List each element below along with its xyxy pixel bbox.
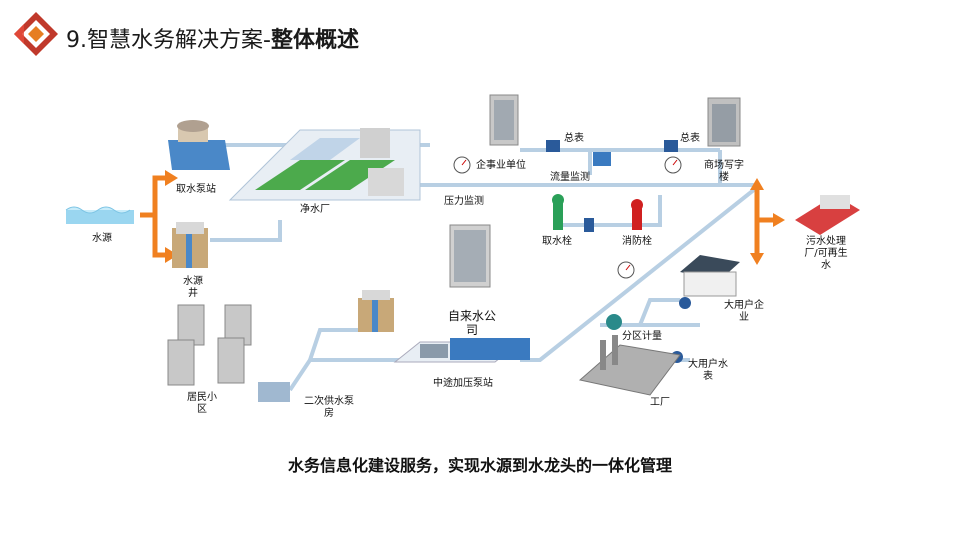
water-source-icon <box>65 206 134 224</box>
main-meter-icon-1 <box>546 140 560 152</box>
label-main-meter-2: 总表 <box>680 133 700 144</box>
label-sewage: 污水处理厂/可再生水 <box>804 236 848 271</box>
label-take-hydrant: 取水栓 <box>542 236 572 247</box>
label-well: 水源井 <box>183 276 203 299</box>
page-title: 9.智慧水务解决方案-整体概述 <box>66 28 359 53</box>
label-big-user-enterprise: 大用户企业 <box>724 300 764 323</box>
flow-meter-icon <box>593 152 611 166</box>
residential-buildings-icon <box>167 304 252 386</box>
label-big-user-meter: 大用户水表 <box>688 359 728 382</box>
pressure-gauge-icon-2 <box>664 156 682 174</box>
label-enterprise: 企事业单位 <box>476 160 526 171</box>
label-plant: 净水厂 <box>300 204 330 215</box>
big-user-meter-icon-1 <box>679 297 691 309</box>
label-water-company: 自来水公司 <box>447 309 496 337</box>
label-fire-hydrant: 消防栓 <box>622 236 652 247</box>
enterprise-villa-icon <box>680 255 740 297</box>
factory-icon <box>578 335 681 396</box>
intake-pump-station-icon <box>168 120 230 170</box>
label-main-meter-1: 总表 <box>564 133 584 144</box>
secondary-well-icon <box>358 290 394 332</box>
commercial-building-icon <box>707 97 741 147</box>
brand-logo <box>14 12 58 56</box>
enterprise-building-icon <box>489 94 519 146</box>
fire-hydrant-icon <box>631 199 643 230</box>
label-source: 水源 <box>92 233 112 244</box>
label-factory: 工厂 <box>650 397 670 408</box>
label-secondary-pump: 二次供水泵房 <box>304 396 354 419</box>
zone-meter-icon <box>606 314 622 330</box>
sewage-arrow <box>754 188 775 255</box>
label-pressure: 压力监测 <box>444 196 484 207</box>
label-residents: 居民小区 <box>187 392 217 415</box>
booster-pump-station-icon <box>393 338 530 363</box>
label-commercial: 商场写字楼 <box>704 160 744 183</box>
caption: 水务信息化建设服务，实现水源到水龙头的一体化管理 <box>287 456 672 475</box>
main-meter-icon-2 <box>664 140 678 152</box>
secondary-pump-icon <box>258 382 290 402</box>
orange-flow-arrows <box>140 175 165 258</box>
sewage-plant-icon <box>795 195 860 235</box>
label-flow: 流量监测 <box>550 172 590 183</box>
water-company-building-icon <box>449 224 491 288</box>
water-plant-icon <box>228 128 421 201</box>
label-zone-meter: 分区计量 <box>622 331 662 342</box>
label-intake-pump: 取水泵站 <box>176 184 216 195</box>
pressure-gauge-icon-3 <box>617 261 635 279</box>
water-well-icon <box>172 222 208 268</box>
valve-icon <box>584 218 594 232</box>
take-hydrant-icon <box>552 194 564 230</box>
label-boost-pump: 中途加压泵站 <box>433 378 493 389</box>
pressure-gauge-icon-1 <box>453 156 471 174</box>
